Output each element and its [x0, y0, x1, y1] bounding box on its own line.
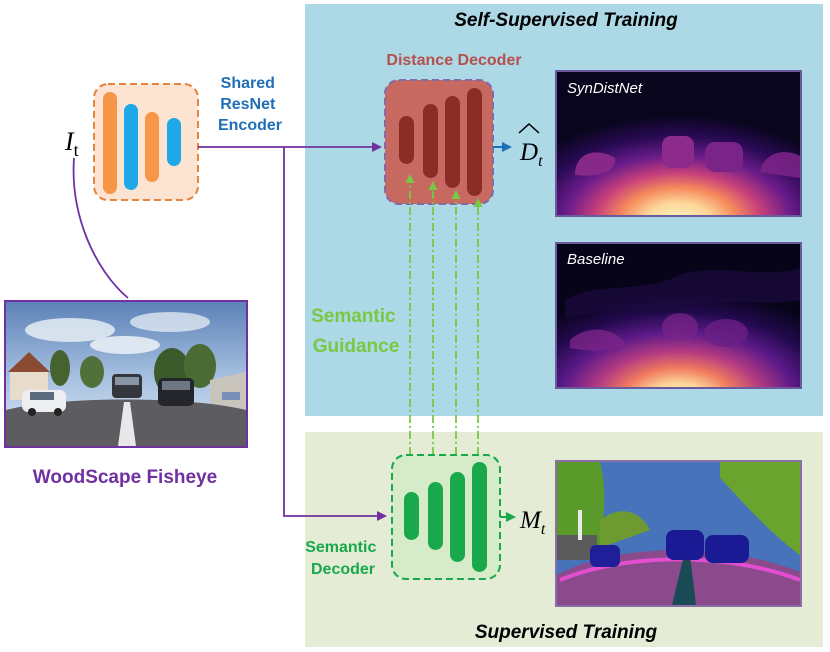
semantic-guidance-arrows	[405, 174, 483, 455]
encoder-to-semantic-arrow	[283, 147, 387, 521]
distance-decoder-label: Distance Decoder	[386, 52, 521, 69]
distance-hat	[518, 122, 540, 134]
distance-decoder-bar	[445, 96, 460, 188]
self-supervised-title: Self-Supervised Training	[454, 10, 678, 31]
semantic-decoder-bar	[472, 462, 487, 572]
distance-output-symbol: Dt	[519, 139, 543, 170]
shared-encoder-block	[93, 83, 199, 201]
semantic-decoder-block	[391, 454, 501, 580]
distance-decoder-block	[384, 79, 494, 205]
distance-decoder-bar	[467, 88, 482, 196]
baseline-depth-map	[555, 242, 802, 389]
semantic-decoder-bar	[404, 492, 419, 540]
distance-decoder-bar	[423, 104, 438, 178]
semantic-decoder-bar	[450, 472, 465, 562]
segmentation-map	[555, 460, 802, 607]
fisheye-input-image	[4, 300, 248, 448]
input-link-line	[72, 157, 129, 299]
supervised-title: Supervised Training	[475, 622, 658, 643]
semantic-decoder-bar	[428, 482, 443, 550]
syndistnet-depth-map	[555, 70, 802, 217]
syndistnet-label: SynDistNet	[567, 80, 643, 97]
semantic-decoder-label: Semantic Decoder	[305, 539, 381, 578]
encoder-label: Shared ResNet Encoder	[218, 75, 282, 134]
distance-decoder-bar	[399, 116, 414, 164]
baseline-label: Baseline	[567, 251, 625, 268]
encoder-bar	[167, 118, 181, 166]
semantic-guidance-label: Semantic Guidance	[311, 306, 401, 357]
mask-output-symbol: Mt	[519, 507, 546, 538]
input-symbol: It	[64, 127, 79, 160]
encoder-bar	[103, 92, 117, 194]
fisheye-image-caption: WoodScape Fisheye	[33, 467, 217, 488]
encoder-bar	[124, 104, 138, 190]
encoder-bar	[145, 112, 159, 182]
